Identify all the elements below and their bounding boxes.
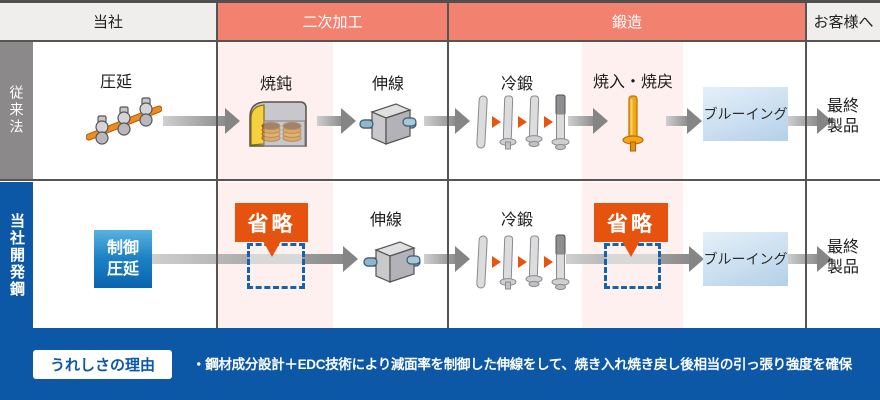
header-forging-label: 鍛造 (611, 14, 642, 31)
annealing-furnace-icon (243, 97, 309, 153)
flow-arrow-icon (317, 108, 356, 134)
row-separator (0, 179, 880, 181)
cold-forging-bolts-icon (472, 92, 574, 154)
omitted-step-2-box: 省略 (594, 203, 668, 242)
row1-cold-forging-label: 冷鍛 (500, 76, 533, 93)
row2-final-line2: 製品 (826, 259, 859, 276)
controlled-rolling-line1: 制御 (106, 240, 139, 257)
wire-drawing-die-icon (362, 238, 422, 286)
row1-wire-drawing-label: 伸線 (371, 76, 404, 93)
flow-arrow-icon (163, 108, 240, 134)
row1-rolling-label: 圧延 (99, 74, 132, 91)
sidebar-conventional: 従来法 (0, 42, 33, 179)
flow-arrow-icon (424, 246, 470, 272)
row1-final-line2: 製品 (826, 118, 859, 135)
controlled-rolling-box: 制御 圧延 (94, 230, 152, 288)
benefit-note: ・鋼材成分設計＋EDC技術により減面率を制御した伸線をして、焼き入れ焼き戻し後相… (192, 357, 852, 372)
controlled-rolling-line2: 圧延 (106, 261, 139, 278)
omitted-step-1-box: 省略 (235, 203, 308, 242)
row2-wire-drawing-label: 伸線 (369, 212, 402, 229)
omitted-step-2-label: 省略 (607, 212, 655, 236)
row2-bluing-label: ブルーイング (703, 251, 788, 267)
benefit-badge-label: うれしさの理由 (49, 357, 155, 374)
header-forging: 鍛造 (449, 3, 805, 40)
row2-cold-forging-label: 冷鍛 (500, 212, 533, 229)
omission-pointer-icon (263, 241, 281, 257)
quench-temper-bolt-icon (620, 93, 646, 155)
header-secondary-processing-label: 二次加工 (302, 14, 363, 31)
header-our-company-label: 当社 (92, 14, 123, 31)
row1-bluing-label: ブルーイング (703, 106, 788, 122)
cold-forging-bolts-icon (472, 232, 574, 294)
row2-final-line1: 最終 (826, 239, 859, 256)
omitted-step-1-label: 省略 (247, 212, 296, 236)
sidebar-conventional-label: 従来法 (8, 85, 25, 136)
row2-bluing-box: ブルーイング (703, 232, 788, 286)
row1-final-line1: 最終 (826, 98, 859, 115)
flow-arrow-icon (787, 108, 832, 134)
col-border-3 (805, 3, 807, 328)
col-border-2 (447, 3, 449, 328)
header-to-customer: お客様へ (807, 3, 880, 40)
header-secondary-processing: 二次加工 (218, 3, 447, 40)
benefit-badge: うれしさの理由 (33, 350, 172, 379)
col-border-1 (216, 3, 218, 328)
sidebar-developed-label: 当社開発鋼 (8, 212, 25, 298)
rolling-mill-icon (86, 94, 162, 152)
sidebar-developed: 当社開発鋼 (0, 182, 33, 328)
flow-arrow-icon (666, 108, 702, 134)
header-our-company: 当社 (0, 3, 216, 40)
row1-bluing-box: ブルーイング (703, 87, 788, 141)
row1-quench-temper-label: 焼入・焼戻 (592, 74, 673, 91)
flow-arrow-icon (568, 108, 608, 134)
row1-final-product: 最終 製品 (806, 97, 880, 137)
header-underline (0, 40, 880, 42)
flow-arrow-icon (424, 108, 470, 134)
wire-drawing-die-icon (358, 100, 418, 148)
top-bar (0, 0, 880, 3)
header-to-customer-label: お客様へ (813, 14, 874, 31)
row1-annealing-label: 焼鈍 (259, 76, 292, 93)
omission-pointer-icon (622, 241, 640, 257)
flow-arrow-icon (787, 246, 832, 272)
row2-final-product: 最終 製品 (806, 238, 880, 278)
